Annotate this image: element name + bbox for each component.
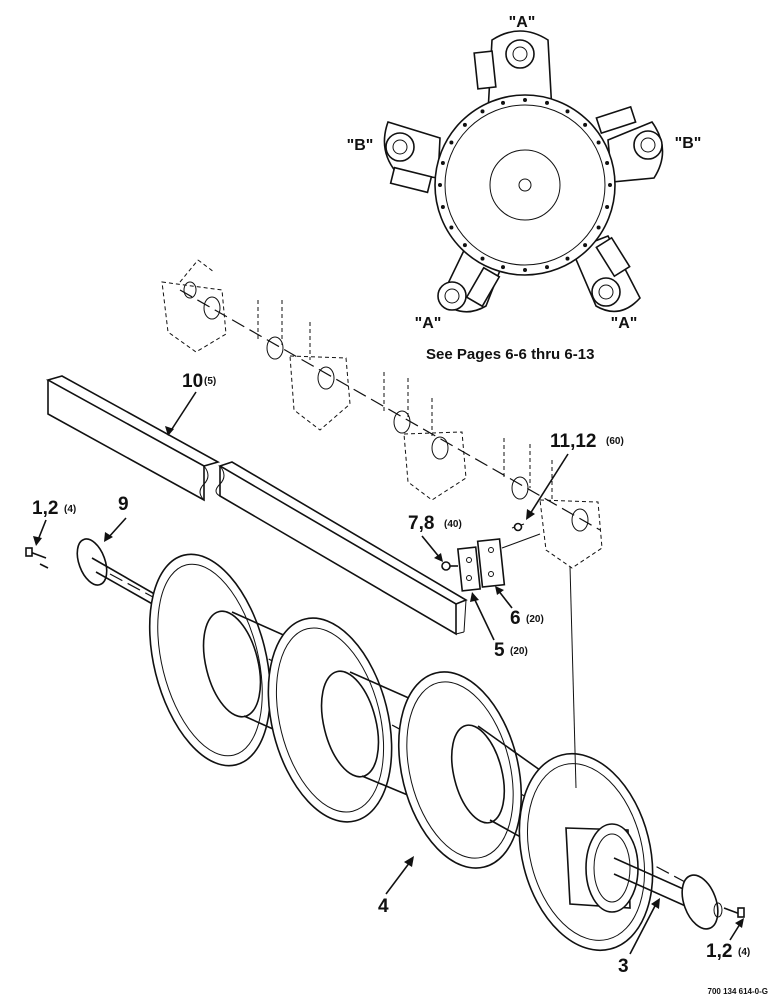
label-item-1-2-bottom: 1,2 bbox=[706, 941, 732, 962]
boss-left bbox=[385, 132, 415, 162]
bolt-hole bbox=[523, 98, 527, 102]
flange-bolt-holes bbox=[438, 98, 612, 272]
label-item-7-8: 7,8 bbox=[408, 513, 434, 534]
bolt-hole bbox=[565, 109, 570, 114]
bolt-hole bbox=[438, 183, 442, 187]
channel-item-10 bbox=[45, 375, 468, 636]
label-item-5-qty: (20) bbox=[510, 646, 528, 657]
bolt-hole bbox=[605, 205, 610, 209]
rotor-disc-4 bbox=[518, 752, 654, 952]
plate-item-6 bbox=[476, 538, 506, 588]
leader-item-10 bbox=[169, 391, 197, 433]
plate-item-5 bbox=[456, 546, 482, 592]
bolt-hole bbox=[583, 122, 588, 127]
bolt-hole bbox=[608, 183, 612, 187]
boss-bottom-left bbox=[437, 281, 467, 311]
label-item-9: 9 bbox=[118, 494, 129, 515]
bolt-hole bbox=[596, 140, 601, 145]
stub-shaft-item-3 bbox=[613, 857, 723, 930]
label-item-11-12: 11,12 bbox=[550, 431, 597, 452]
bolt-hole bbox=[449, 140, 454, 145]
rotor-arm-bottom-right bbox=[570, 234, 641, 313]
bolt-hole bbox=[583, 243, 588, 248]
bolts-item-1-2-left bbox=[25, 547, 49, 569]
see-pages-note: See Pages 6-6 thru 6-13 bbox=[426, 346, 594, 363]
label-item-4: 4 bbox=[378, 896, 389, 917]
knife-block-bottom-left bbox=[465, 266, 501, 308]
knife-bracket-1 bbox=[161, 281, 227, 353]
drawing-code: 700 134 614-0-G bbox=[708, 987, 769, 996]
label-bottom-left-a: "A" bbox=[415, 315, 442, 332]
knife-shaft-assemblies bbox=[161, 259, 603, 569]
stub-shaft-item-9 bbox=[76, 538, 163, 608]
label-right-b: "B" bbox=[675, 135, 702, 152]
bolt-hole bbox=[440, 205, 445, 209]
bolt-hole bbox=[449, 225, 454, 230]
label-bottom-right-a: "A" bbox=[611, 315, 638, 332]
rotor-disc-1 bbox=[148, 553, 272, 767]
label-item-1-2-top-qty: (4) bbox=[64, 504, 76, 515]
label-item-5: 5 bbox=[494, 640, 505, 661]
bolt-hole bbox=[596, 225, 601, 230]
bolt-hole bbox=[501, 265, 505, 270]
label-item-11-12-qty: (60) bbox=[606, 436, 624, 447]
bolt-item-11-12 bbox=[513, 522, 523, 532]
bolt-hole bbox=[501, 100, 505, 105]
bolt-hole bbox=[480, 109, 485, 114]
rotor-flange bbox=[434, 94, 616, 276]
rotor-disc-3-item-4 bbox=[397, 671, 523, 869]
rotor-end-view bbox=[383, 30, 664, 313]
knife-bracket-4 bbox=[539, 499, 603, 569]
bolt-hole bbox=[523, 268, 527, 272]
boss-right bbox=[633, 130, 663, 160]
bolt-hole bbox=[545, 265, 549, 270]
bolt-hole bbox=[440, 161, 445, 165]
label-item-1-2-top: 1,2 bbox=[32, 498, 58, 519]
bolt-hole bbox=[462, 243, 467, 248]
knife-block-bottom-right bbox=[595, 236, 631, 278]
bolt-item-7-8 bbox=[441, 561, 458, 571]
knife-bracket-3 bbox=[403, 431, 467, 501]
label-item-6-qty: (20) bbox=[526, 614, 544, 625]
label-item-10-qty: (5) bbox=[204, 376, 216, 387]
bolt-hole bbox=[605, 161, 610, 165]
boss-bottom-right bbox=[591, 277, 621, 307]
bolt-hole bbox=[462, 122, 467, 127]
knife-block-right bbox=[595, 105, 637, 135]
knife-block-left bbox=[389, 166, 433, 194]
bolt-hole bbox=[565, 256, 570, 261]
knife-bracket-2 bbox=[289, 355, 351, 431]
rotor-arm-top bbox=[487, 30, 553, 113]
label-item-10: 10 bbox=[182, 371, 203, 392]
rotor-hub bbox=[489, 149, 561, 221]
bolt-hole bbox=[545, 100, 549, 105]
rotor-disc-2 bbox=[267, 617, 393, 823]
bolts-item-1-2-right bbox=[723, 907, 745, 918]
boss-top bbox=[505, 39, 535, 69]
label-item-6: 6 bbox=[510, 608, 521, 629]
label-item-7-8-qty: (40) bbox=[444, 519, 462, 530]
alignment-line bbox=[569, 565, 577, 789]
label-left-b: "B" bbox=[347, 137, 374, 154]
label-top-a: "A" bbox=[509, 14, 536, 31]
knife-block-top bbox=[473, 50, 497, 90]
bolt-hole bbox=[480, 256, 485, 261]
label-item-1-2-bottom-qty: (4) bbox=[738, 947, 750, 958]
label-item-3: 3 bbox=[618, 956, 629, 977]
